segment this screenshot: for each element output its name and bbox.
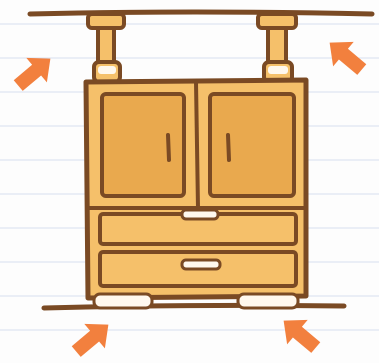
cabinet-drawer-bottom (100, 252, 296, 286)
cabinet-door-right (210, 94, 294, 196)
anti-slip-mat-left-icon (94, 294, 152, 308)
cabinet-icon (86, 80, 306, 298)
cabinet-drawer-top (100, 210, 296, 244)
floor-line (44, 305, 344, 308)
cabinet-door-left (102, 94, 184, 196)
anti-slip-mat-right-icon (238, 294, 298, 308)
ceiling-line (30, 12, 372, 14)
